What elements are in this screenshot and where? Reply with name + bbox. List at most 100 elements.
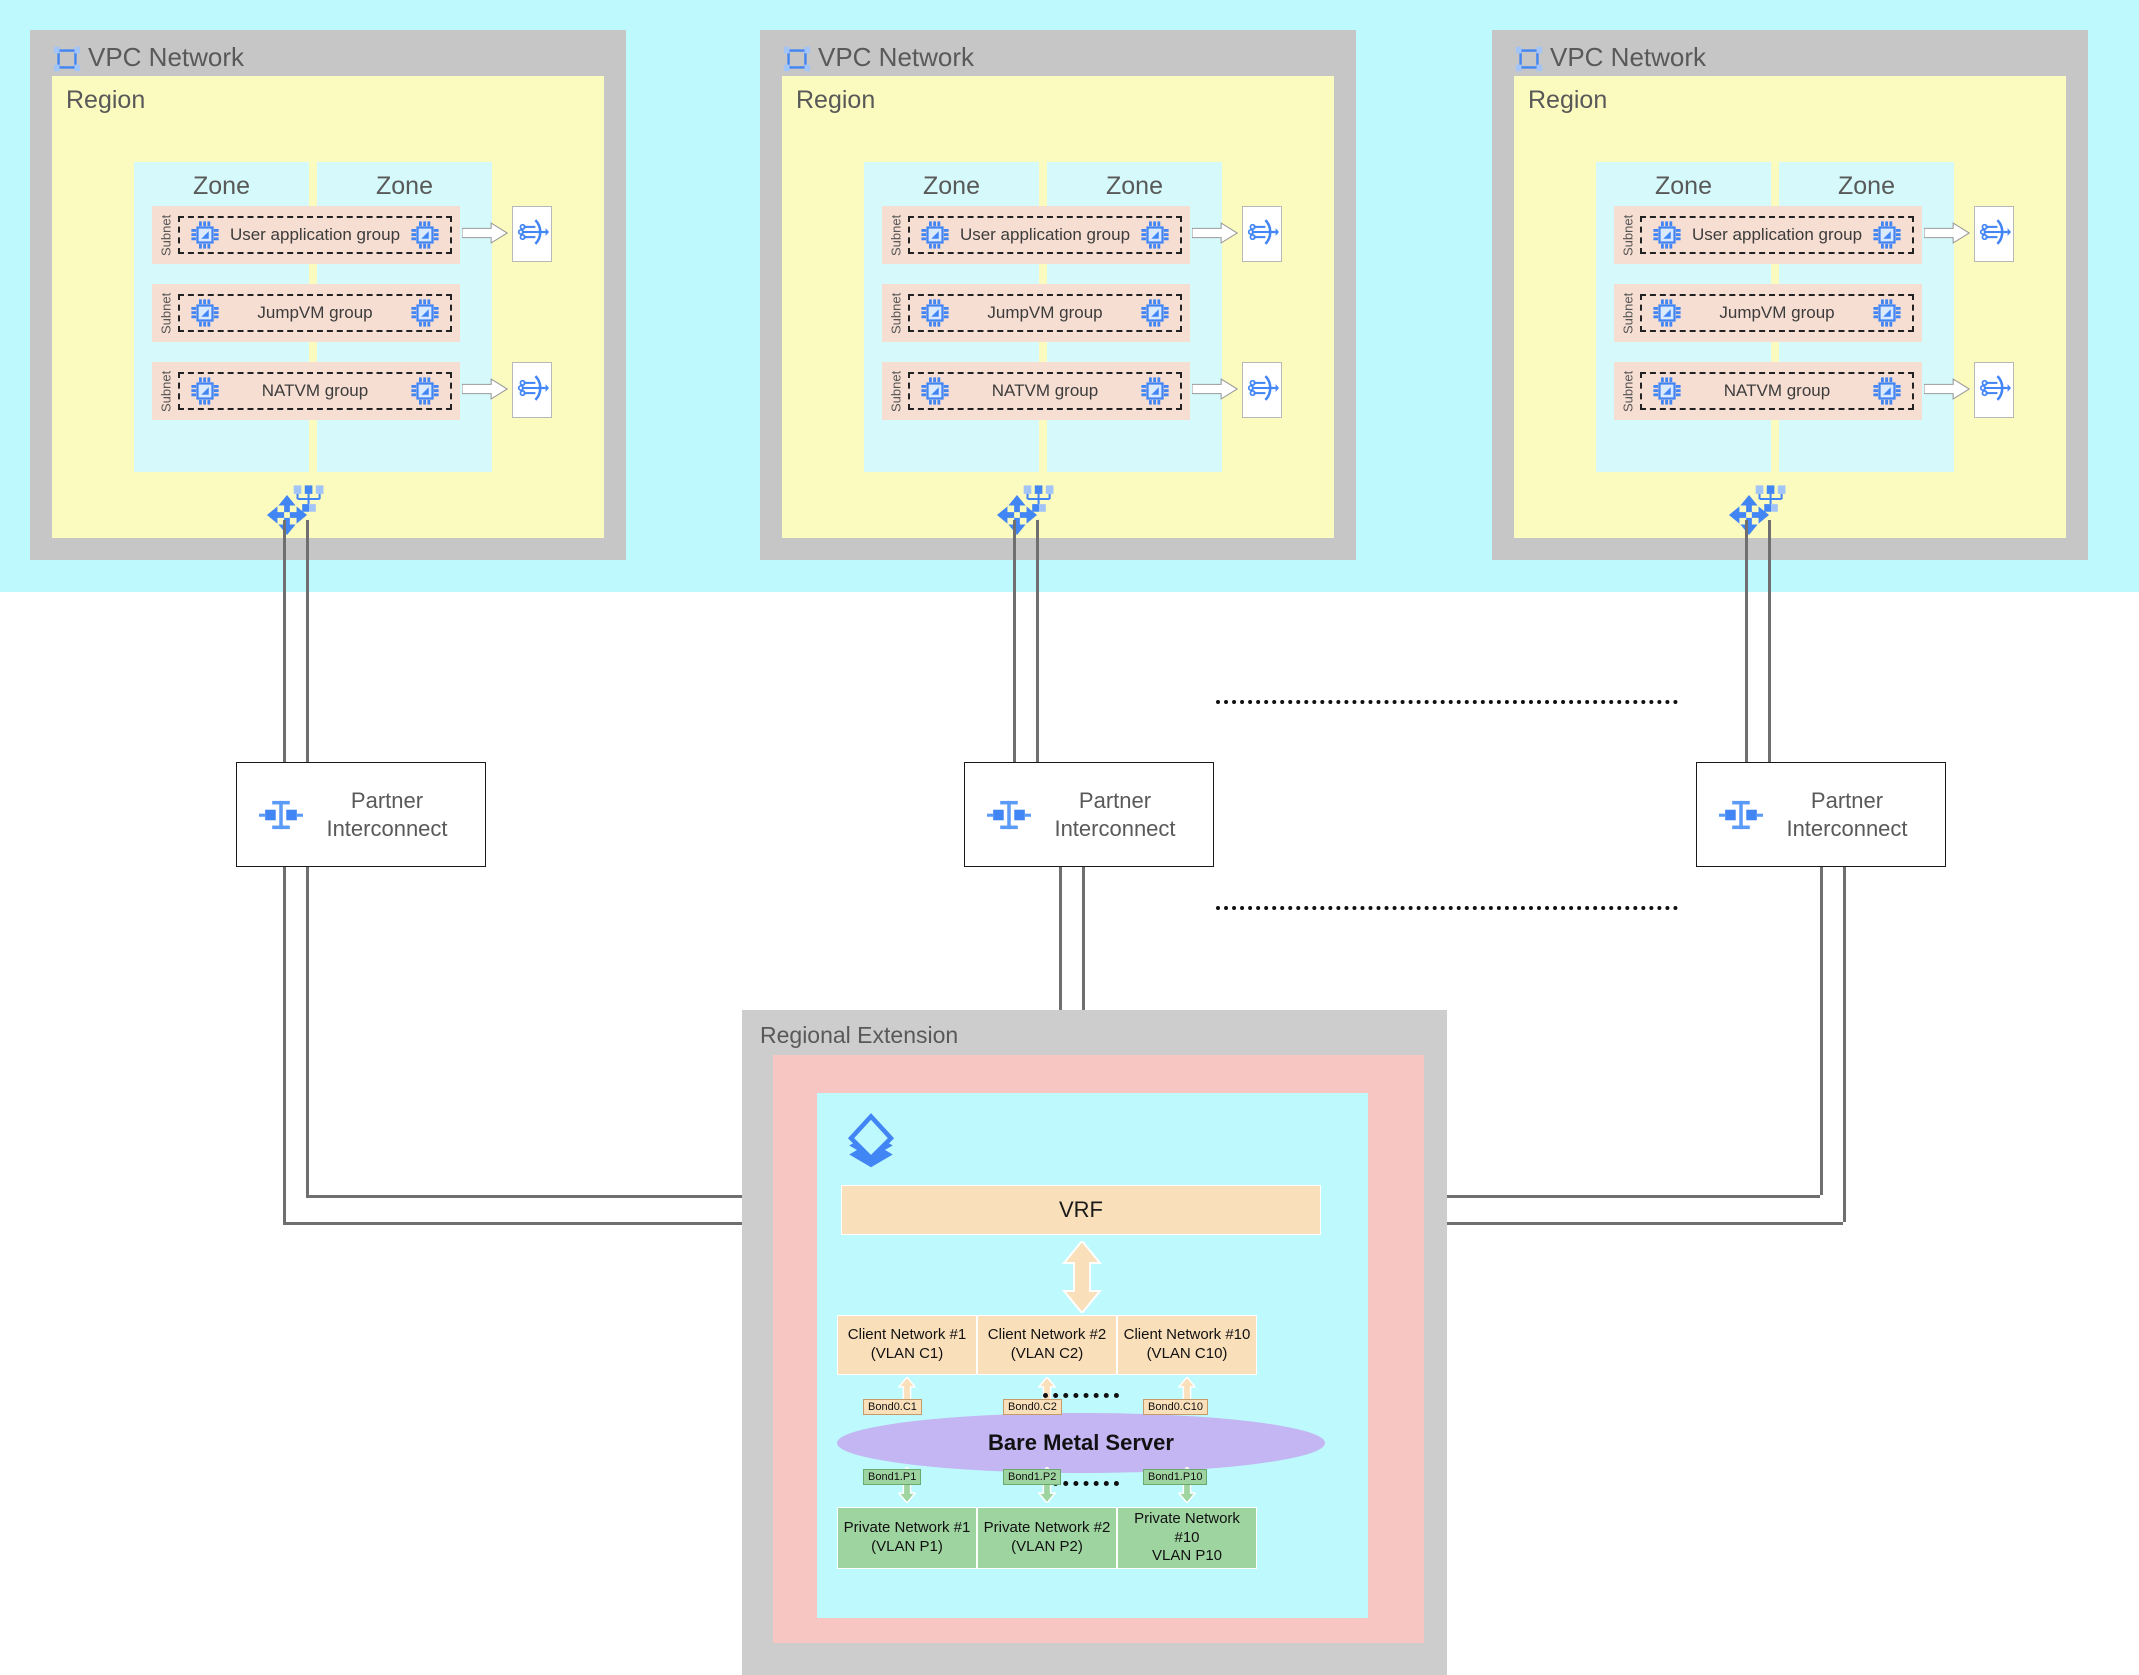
vpc-to-interconnect-line-a-1 [283, 520, 286, 762]
subnet-label: Subnet [158, 214, 174, 256]
vm-instance-chip-icon [190, 298, 220, 328]
vm-instance-chip-icon [920, 220, 950, 250]
region-label: Region [1528, 86, 1608, 114]
bond-label-client-2: Bond0.C2 [1003, 1399, 1062, 1415]
subnet-row-2: Subnet JumpVM group [882, 284, 1190, 342]
subnet-label: Subnet [1620, 214, 1636, 256]
subnet-label: Subnet [158, 292, 174, 334]
cloud-router-icon[interactable] [996, 494, 1038, 536]
vm-instance-chip-icon [1652, 220, 1682, 250]
right-pi-down-inner [1820, 867, 1823, 1195]
vpc-network-icon [52, 44, 82, 74]
subnet-row-3: Subnet NATVM group [152, 362, 460, 420]
cloud-nat-box[interactable] [512, 362, 552, 418]
vpc-network-2: VPC Network Region Zone Zone Subnet [760, 30, 1356, 560]
client-network-label: Client Network #2(VLAN C2) [987, 1326, 1107, 1362]
instance-group-label: JumpVM group [987, 303, 1103, 322]
cloud-nat-box[interactable] [1974, 362, 2014, 418]
region-label: Region [796, 86, 876, 114]
private-network-1[interactable]: Private Network #1(VLAN P1) [837, 1507, 977, 1569]
bare-metal-server[interactable]: Bare Metal Server [837, 1413, 1325, 1473]
regional-extension-title: Regional Extension [760, 1022, 959, 1048]
subnet-row-2: Subnet JumpVM group [152, 284, 460, 342]
cloud-router-icon[interactable] [1728, 494, 1770, 536]
cloud-nat-box[interactable] [1242, 362, 1282, 418]
subnet-label: Subnet [158, 370, 174, 412]
vpc-network-title: VPC Network [818, 42, 975, 72]
instance-group-3[interactable]: NATVM group [908, 372, 1182, 410]
flow-arrow-to-cloud-nat [1191, 377, 1239, 406]
subnet-row-1: Subnet User application group [1614, 206, 1922, 264]
subnet-tree-icon [1754, 484, 1788, 514]
vm-instance-chip-icon [1140, 376, 1170, 406]
partner-interconnect-icon [259, 798, 303, 832]
partner-interconnect-icon [1719, 798, 1763, 832]
private-network-2[interactable]: Private Network #2(VLAN P2) [977, 1507, 1117, 1569]
cloud-nat-icon [515, 215, 549, 254]
cloud-nat-icon [1977, 215, 2011, 254]
region-panel: Region Zone Zone Subnet User applicat [1514, 76, 2066, 538]
left-pi-down-inner [306, 867, 309, 1195]
instance-group-label: JumpVM group [1719, 303, 1835, 322]
subnet-label: Subnet [1620, 370, 1636, 412]
cloud-nat-box[interactable] [1242, 206, 1282, 262]
ellipsis-separator-top [1216, 700, 1678, 704]
subnet-row-3: Subnet NATVM group [882, 362, 1190, 420]
private-network-label: Private Network #2(VLAN P2) [983, 1519, 1111, 1555]
layers-stack-icon [842, 1111, 900, 1169]
instance-group-2[interactable]: JumpVM group [178, 294, 452, 332]
vrf-bidirectional-arrow-icon [1061, 1239, 1103, 1315]
right-pi-to-vrf-inner [1326, 1195, 1820, 1198]
instance-group-2[interactable]: JumpVM group [908, 294, 1182, 332]
subnet-label: Subnet [888, 370, 904, 412]
zone-label: Zone [923, 172, 980, 200]
cloud-nat-icon [1245, 215, 1279, 254]
cloud-router-icon[interactable] [266, 494, 308, 536]
vpc-network-icon [1514, 44, 1544, 74]
zone-label: Zone [1655, 172, 1712, 200]
vm-instance-chip-icon [410, 220, 440, 250]
vm-instance-chip-icon [1652, 298, 1682, 328]
vpc-to-interconnect-line-a-3 [1745, 520, 1748, 762]
cloud-nat-box[interactable] [1974, 206, 2014, 262]
cloud-nat-icon [1245, 371, 1279, 410]
instance-group-3[interactable]: NATVM group [178, 372, 452, 410]
vm-instance-chip-icon [410, 298, 440, 328]
vm-instance-chip-icon [920, 298, 950, 328]
instance-group-3[interactable]: NATVM group [1640, 372, 1914, 410]
bond-label-private-3: Bond1.P10 [1143, 1469, 1208, 1485]
private-network-ellipsis [1043, 1481, 1119, 1486]
bond-label-private-2: Bond1.P2 [1003, 1469, 1062, 1485]
zone-label: Zone [1838, 172, 1895, 200]
instance-group-1[interactable]: User application group [1640, 216, 1914, 254]
client-network-2[interactable]: Client Network #2(VLAN C2) [977, 1315, 1117, 1375]
ellipsis-separator-bottom [1216, 906, 1678, 910]
left-pi-down-outer [283, 867, 286, 1222]
right-pi-down-outer [1843, 867, 1846, 1222]
client-network-3[interactable]: Client Network #10(VLAN C10) [1117, 1315, 1257, 1375]
flow-arrow-to-cloud-nat [1923, 377, 1971, 406]
zone-label: Zone [1106, 172, 1163, 200]
instance-group-1[interactable]: User application group [908, 216, 1182, 254]
instance-group-1[interactable]: User application group [178, 216, 452, 254]
flow-arrow-to-cloud-nat [461, 377, 509, 406]
private-network-label: Private Network #1(VLAN P1) [843, 1519, 971, 1555]
cloud-nat-box[interactable] [512, 206, 552, 262]
region-panel: Region Zone Zone Subnet User applicat [52, 76, 604, 538]
client-network-1[interactable]: Client Network #1(VLAN C1) [837, 1315, 977, 1375]
client-network-ellipsis [1043, 1393, 1119, 1398]
cloud-nat-icon [1977, 371, 2011, 410]
vrf-box[interactable]: VRF [841, 1185, 1321, 1235]
bond-label-client-1: Bond0.C1 [863, 1399, 922, 1415]
subnet-row-2: Subnet JumpVM group [1614, 284, 1922, 342]
instance-group-2[interactable]: JumpVM group [1640, 294, 1914, 332]
zone-label: Zone [193, 172, 250, 200]
